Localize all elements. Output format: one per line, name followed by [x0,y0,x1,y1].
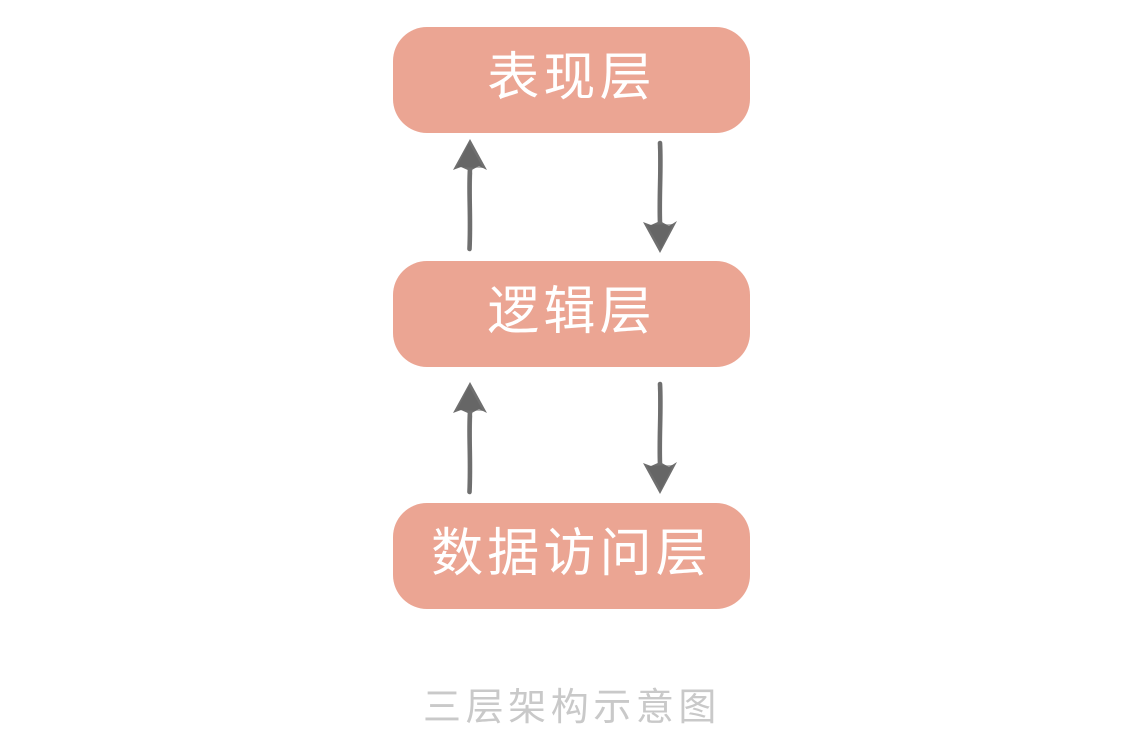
down-arrow-icon [643,140,677,253]
layer-box-logic: 逻辑层 [393,261,750,367]
layer-label-data-access: 数据访问层 [431,525,712,583]
up-arrow-icon [453,382,487,495]
down-arrow-icon [643,381,677,494]
layer-box-presentation: 表现层 [393,27,750,133]
layer-label-logic: 逻辑层 [487,283,656,341]
layer-box-data-access: 数据访问层 [393,503,750,609]
layer-label-presentation: 表现层 [487,49,656,107]
up-arrow-icon [453,139,487,252]
diagram-caption: 三层架构示意图 [423,687,721,729]
